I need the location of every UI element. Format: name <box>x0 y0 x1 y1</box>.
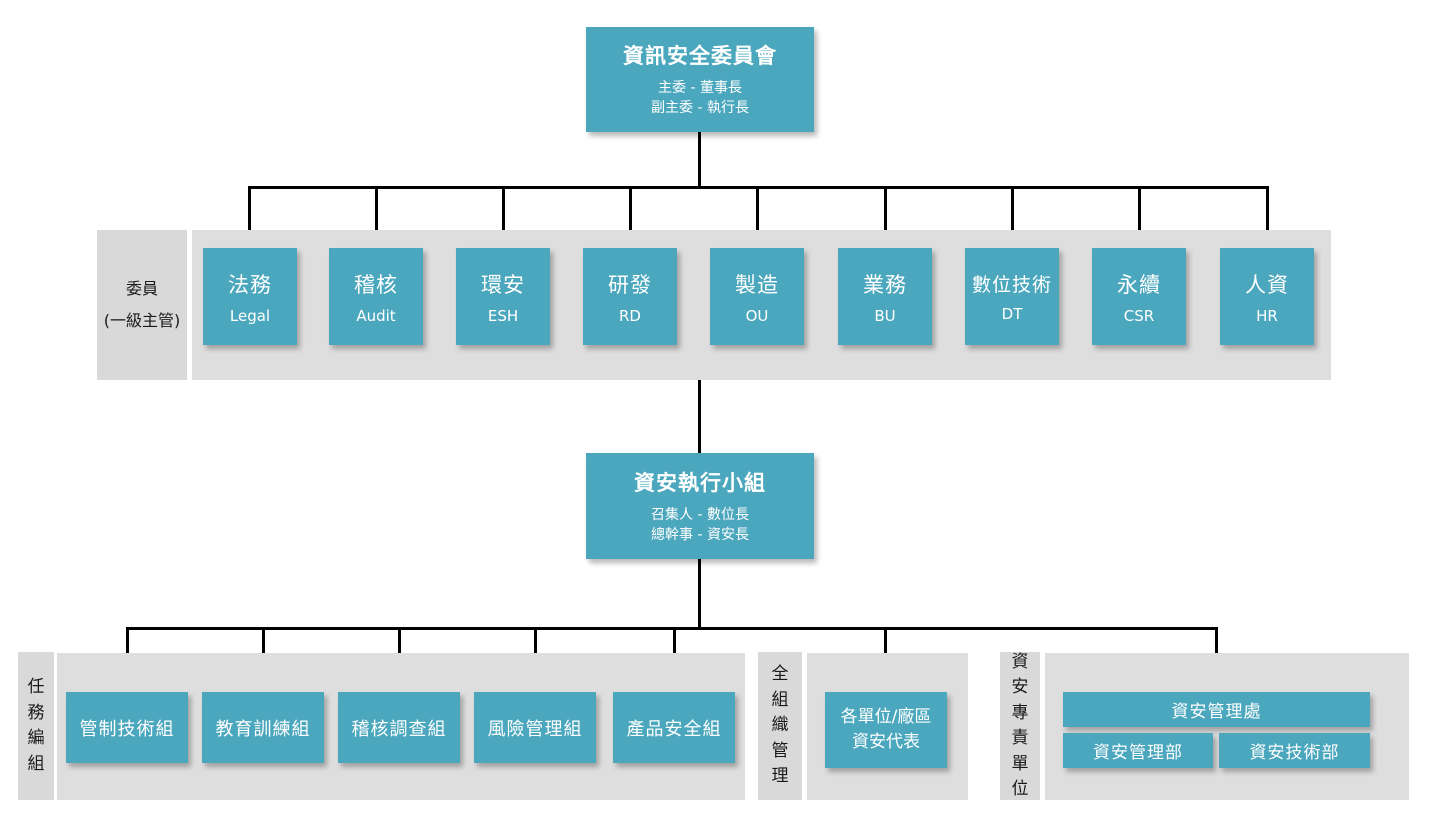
security-management-office-box: 資安管理處 <box>1063 692 1370 727</box>
member-box-bu: 業務 BU <box>838 248 932 345</box>
task-box-label: 教育訓練組 <box>215 718 311 740</box>
committee-chair: 主委 - 董事長 <box>658 80 742 97</box>
committee-box: 資訊安全委員會 主委 - 董事長 副主委 - 執行長 <box>586 27 814 132</box>
dedicated-section-label: 資安專責單位 <box>1011 651 1029 800</box>
connector-groups-bus <box>126 627 1218 630</box>
member-sub: HR <box>1256 306 1278 325</box>
dept-box-label: 資安技術部 <box>1249 743 1340 763</box>
connector-member-drop <box>502 186 505 248</box>
org-section-label-box: 全組織管理 <box>758 652 802 800</box>
task-box-risk-management: 風險管理組 <box>474 692 596 763</box>
members-label-line2: (一級主管) <box>103 311 181 330</box>
member-sub: Legal <box>229 306 271 325</box>
task-section-label: 任務編組 <box>27 677 45 774</box>
task-box-education-training: 教育訓練組 <box>202 692 324 763</box>
rep-box-line2: 資安代表 <box>852 732 920 752</box>
connector-exec-stem-bottom <box>698 558 701 629</box>
task-box-product-security: 產品安全組 <box>613 692 735 763</box>
member-title: 永續 <box>1117 272 1161 297</box>
rep-box-line1: 各單位/廠區 <box>840 707 932 728</box>
member-box-esh: 環安 ESH <box>456 248 550 345</box>
member-box-rd: 研發 RD <box>583 248 677 345</box>
org-section-label: 全組織管理 <box>771 664 789 787</box>
members-label-text: 委員 (一級主管) <box>104 273 181 337</box>
office-box-label: 資安管理處 <box>1171 702 1262 722</box>
member-title: 製造 <box>735 272 779 297</box>
member-sub: Audit <box>356 306 396 325</box>
member-title: 稽核 <box>354 272 398 297</box>
member-sub: DT <box>1001 305 1023 323</box>
member-title: 人資 <box>1245 272 1289 297</box>
security-representatives-box: 各單位/廠區 資安代表 <box>825 692 947 768</box>
exec-team-title: 資安執行小組 <box>634 470 766 495</box>
member-sub: ESH <box>487 306 519 325</box>
task-box-label: 稽核調查組 <box>351 718 447 740</box>
task-box-audit-investigation: 稽核調查組 <box>338 692 460 763</box>
task-box-label: 管制技術組 <box>79 718 175 740</box>
member-title: 環安 <box>481 272 525 297</box>
member-sub: OU <box>745 306 769 325</box>
member-box-audit: 稽核 Audit <box>329 248 423 345</box>
connector-committee-stem <box>698 130 701 188</box>
exec-team-box: 資安執行小組 召集人 - 數位長 總幹事 - 資安長 <box>586 453 814 559</box>
task-section-label-box: 任務編組 <box>18 652 54 800</box>
committee-title: 資訊安全委員會 <box>623 44 777 69</box>
task-box-label: 風險管理組 <box>487 718 583 740</box>
committee-vice-chair: 副主委 - 執行長 <box>651 100 749 116</box>
task-box-label: 產品安全組 <box>626 718 722 740</box>
connector-member-drop <box>1266 186 1269 248</box>
dept-box-label: 資安管理部 <box>1093 743 1183 763</box>
member-title: 法務 <box>228 272 272 297</box>
members-label-line1: 委員 <box>125 279 158 298</box>
exec-team-secretary: 總幹事 - 資安長 <box>651 526 749 543</box>
member-box-dt: 數位技術 DT <box>965 248 1059 345</box>
member-sub: BU <box>874 306 896 325</box>
member-box-csr: 永續 CSR <box>1092 248 1186 345</box>
members-label-box: 委員 (一級主管) <box>97 230 187 380</box>
connector-member-drop <box>1138 186 1141 248</box>
connector-member-drop <box>375 186 378 248</box>
member-sub: CSR <box>1123 306 1155 325</box>
connector-exec-stem-top <box>698 380 701 453</box>
connector-member-drop <box>756 186 759 248</box>
member-box-ou: 製造 OU <box>710 248 804 345</box>
dedicated-section-label-box: 資安專責單位 <box>1000 652 1040 800</box>
connector-member-drop <box>1011 186 1014 248</box>
member-box-legal: 法務 Legal <box>203 248 297 345</box>
exec-team-convener: 召集人 - 數位長 <box>651 506 749 523</box>
member-sub: RD <box>619 306 641 325</box>
connector-member-drop <box>248 186 251 248</box>
connector-member-drop <box>629 186 632 248</box>
member-title: 業務 <box>863 272 907 297</box>
member-box-hr: 人資 HR <box>1220 248 1314 345</box>
member-title: 研發 <box>608 272 652 297</box>
task-box-control-tech: 管制技術組 <box>66 692 188 763</box>
member-title: 數位技術 <box>971 274 1052 296</box>
security-management-dept-box: 資安管理部 <box>1063 733 1213 768</box>
connector-member-drop <box>884 186 887 248</box>
security-technology-dept-box: 資安技術部 <box>1219 733 1370 768</box>
